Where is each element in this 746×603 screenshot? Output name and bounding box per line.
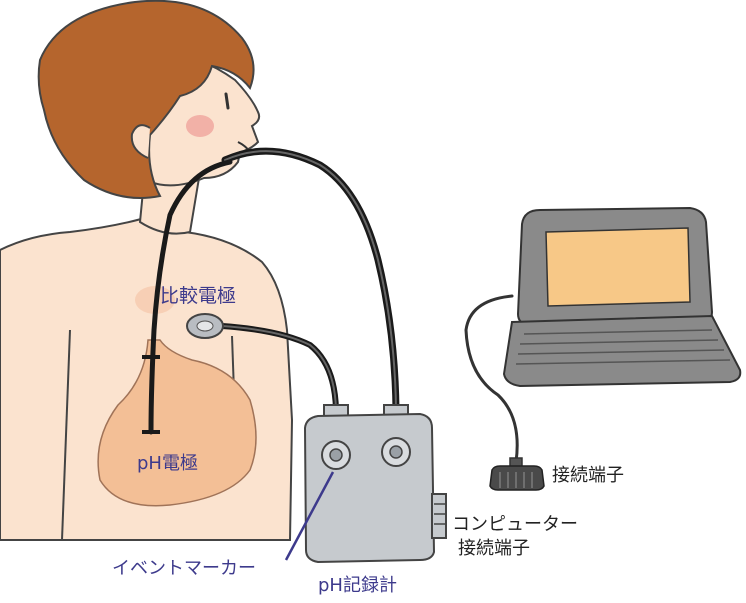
laptop-cable xyxy=(464,294,519,464)
label-computer-terminal-line1: コンピューター xyxy=(452,514,578,535)
esophageal-catheter xyxy=(148,159,233,435)
ph-probe-tube-highlight xyxy=(224,150,397,411)
patient-arm-line xyxy=(61,329,71,541)
patient-hair xyxy=(37,0,255,199)
label-reference-electrode: 比較電極 xyxy=(160,285,237,307)
connection-terminal-plug xyxy=(489,457,545,491)
patient-figure xyxy=(0,0,294,541)
laptop xyxy=(502,206,742,388)
patient-cheek xyxy=(186,115,214,137)
patient-stomach xyxy=(97,339,257,507)
label-event-marker: イベントマーカー xyxy=(112,558,256,579)
label-connection-terminal: 接続端子 xyxy=(552,465,624,486)
label-ph-electrode: pH電極 xyxy=(137,453,198,474)
reference-electrode-wire-highlight xyxy=(221,325,337,411)
ph-recorder-device xyxy=(303,404,447,564)
reference-electrode xyxy=(186,313,224,339)
tubes xyxy=(148,147,519,464)
patient-ear xyxy=(130,124,151,159)
event-marker-pointer xyxy=(284,471,335,561)
label-ph-recorder: pH記録計 xyxy=(318,575,397,596)
laptop-screen xyxy=(545,227,691,307)
recorder-side-port xyxy=(431,493,447,539)
label-computer-terminal-line2: 接続端子 xyxy=(458,538,530,559)
patient-eye xyxy=(224,92,230,110)
